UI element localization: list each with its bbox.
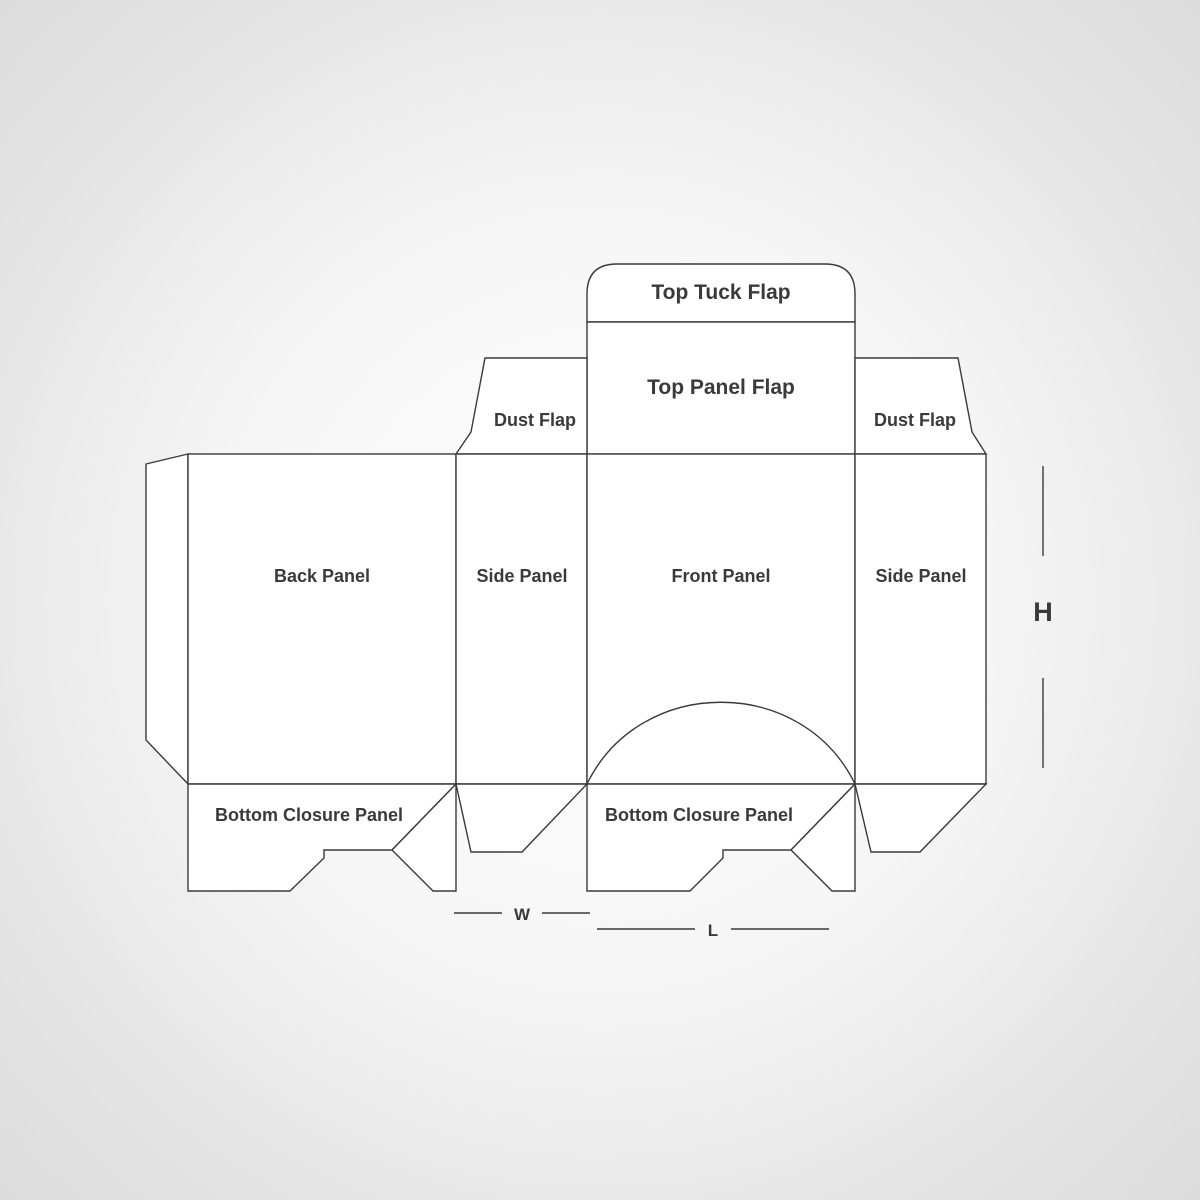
label-top-panel-flap: Top Panel Flap: [647, 376, 795, 399]
bottom-tab-right: [790, 782, 856, 892]
label-width-dimension: W: [514, 905, 531, 924]
bottom-dust-flap-left: [455, 783, 589, 853]
label-dust-flap-right: Dust Flap: [874, 410, 956, 430]
label-back-panel: Back Panel: [274, 566, 370, 586]
label-height-dimension: H: [1033, 597, 1053, 627]
top-panel-flap: [586, 321, 856, 455]
thumb-cut-arc: [586, 701, 856, 785]
side-panel-left: [455, 453, 588, 785]
glue-flap: [145, 453, 189, 786]
dust-flap-left: [454, 357, 588, 455]
side-panel-right: [854, 453, 987, 785]
back-panel: [187, 453, 457, 785]
label-dust-flap-left: Dust Flap: [494, 410, 576, 430]
label-side-panel-right: Side Panel: [875, 566, 966, 586]
top-tuck-flap: [586, 263, 856, 323]
bottom-tab-left: [391, 782, 457, 892]
dust-flap-right: [854, 357, 988, 455]
label-length-dimension: L: [708, 921, 718, 940]
label-bottom-closure-right: Bottom Closure Panel: [605, 805, 793, 825]
label-side-panel-left: Side Panel: [476, 566, 567, 586]
label-front-panel: Front Panel: [671, 566, 770, 586]
label-bottom-closure-left: Bottom Closure Panel: [215, 805, 403, 825]
label-top-tuck-flap: Top Tuck Flap: [651, 281, 790, 304]
bottom-dust-flap-right: [854, 783, 988, 853]
